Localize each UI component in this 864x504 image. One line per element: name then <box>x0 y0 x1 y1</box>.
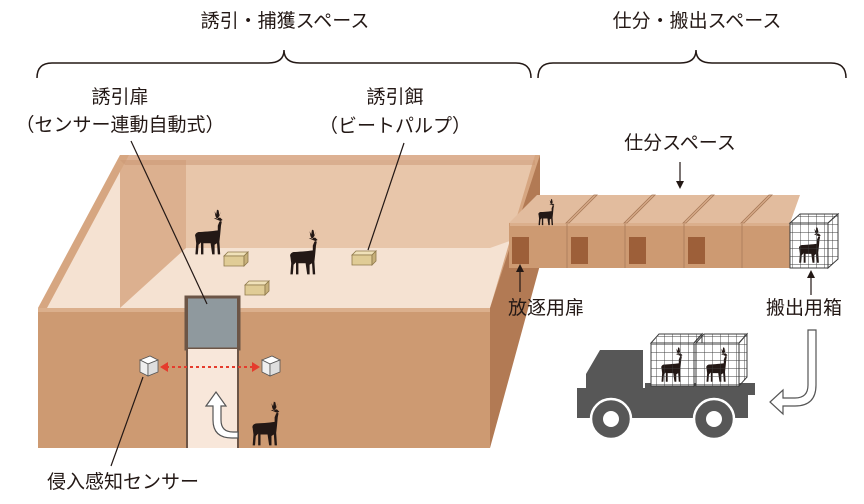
cage-box-icon <box>649 332 704 388</box>
lure-door <box>184 295 241 351</box>
sorting-partitions <box>565 194 773 224</box>
capture-zone-brace <box>36 49 532 79</box>
truck-icon <box>577 350 755 441</box>
bait-bag-icon <box>244 280 270 296</box>
release-doors <box>512 237 705 264</box>
capture-zone-label: 誘引・捕獲スペース <box>200 10 370 32</box>
bait-bag-icon <box>351 250 377 266</box>
sensor-beam <box>160 362 260 372</box>
lure-bait-note: （ビートパルプ） <box>318 115 471 137</box>
lure-bait-label: 誘引餌 <box>366 86 424 108</box>
lure-door-note: （センサー連動自動式） <box>15 114 225 136</box>
entry-arrow-icon <box>204 390 239 439</box>
sorting-zone-label: 仕分・搬出スペース <box>612 10 782 32</box>
corridor-separators <box>566 224 743 268</box>
load-arrow-icon <box>769 329 817 416</box>
sensor-leader <box>110 376 144 467</box>
bait-bag-icon <box>223 251 249 267</box>
sorting-space-arrow <box>676 162 684 189</box>
lure-door-label: 誘引扉 <box>91 86 149 108</box>
lure-bait-leader <box>367 142 405 251</box>
release-door-arrow <box>516 264 524 292</box>
sensor-right-icon <box>261 355 281 377</box>
cage-box-icon <box>788 212 840 270</box>
lure-door-leader <box>130 140 208 305</box>
cage-box-icon <box>694 332 749 388</box>
sorting-space-label: 仕分スペース <box>624 132 736 154</box>
carry-box-label: 搬出用箱 <box>766 297 843 319</box>
sorting-zone-brace <box>537 49 847 79</box>
capture-enclosure <box>38 155 540 448</box>
sensor-left-icon <box>139 355 159 377</box>
sensor-label: 侵入感知センサー <box>47 471 200 493</box>
release-door-label: 放逐用扉 <box>508 297 585 319</box>
carry-box-arrow <box>807 270 815 295</box>
